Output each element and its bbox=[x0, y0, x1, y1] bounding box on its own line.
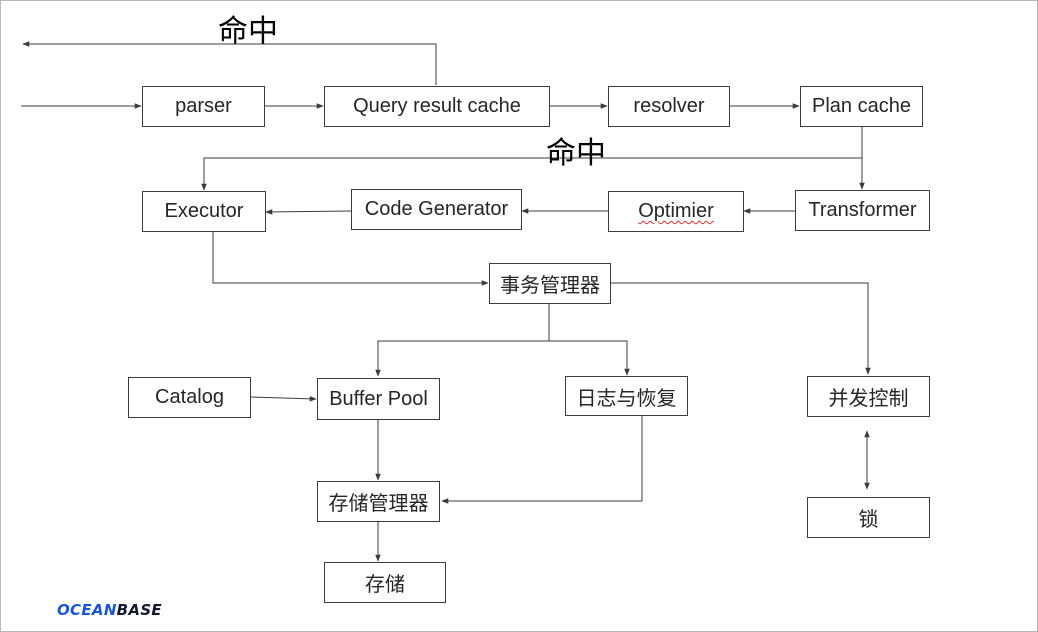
logo-part-ocean: OCEAN bbox=[57, 601, 117, 619]
arrow-plan-cache-hit-to-executor bbox=[201, 157, 862, 191]
arrow-transaction-manager-to-concurrency bbox=[611, 282, 871, 375]
arrow-transaction-manager-to-log bbox=[549, 340, 630, 376]
log-recovery-node: 日志与恢复 bbox=[565, 376, 688, 416]
arrow-log-to-storage-manager bbox=[441, 416, 643, 504]
query-result-cache-node: Query result cache bbox=[324, 86, 550, 127]
cache-hit-label-mid: 命中 bbox=[546, 136, 606, 171]
logo-part-base: BASE bbox=[116, 601, 162, 619]
arrow-catalog-to-buffer-pool bbox=[250, 396, 317, 402]
transformer-node: Transformer bbox=[795, 190, 930, 231]
arrow-executor-to-transaction-manager bbox=[212, 227, 489, 286]
oceanbase-logo: OCEANBASE bbox=[57, 601, 162, 619]
storage-manager-node: 存储管理器 bbox=[317, 481, 440, 522]
executor-node: Executor bbox=[142, 191, 266, 232]
lock-node: 锁 bbox=[807, 497, 930, 538]
resolver-node: resolver bbox=[608, 86, 730, 127]
buffer-pool-node: Buffer Pool bbox=[317, 378, 440, 420]
cache-hit-label-top: 命中 bbox=[218, 14, 278, 49]
code-generator-node: Code Generator bbox=[351, 189, 522, 230]
parser-node: parser bbox=[142, 86, 265, 127]
arrow-transaction-manager-to-buffer-pool bbox=[375, 304, 550, 377]
arrow-code-generator-to-executor bbox=[265, 209, 352, 215]
optimizer-node: Optimier bbox=[608, 191, 744, 232]
optimizer-label: Optimier bbox=[638, 200, 714, 222]
transaction-manager-node: 事务管理器 bbox=[489, 263, 611, 304]
concurrency-control-node: 并发控制 bbox=[807, 376, 930, 417]
arrow-cache-hit-return bbox=[22, 41, 437, 85]
plan-cache-node: Plan cache bbox=[800, 86, 923, 127]
storage-node: 存储 bbox=[324, 562, 446, 603]
catalog-node: Catalog bbox=[128, 377, 251, 418]
